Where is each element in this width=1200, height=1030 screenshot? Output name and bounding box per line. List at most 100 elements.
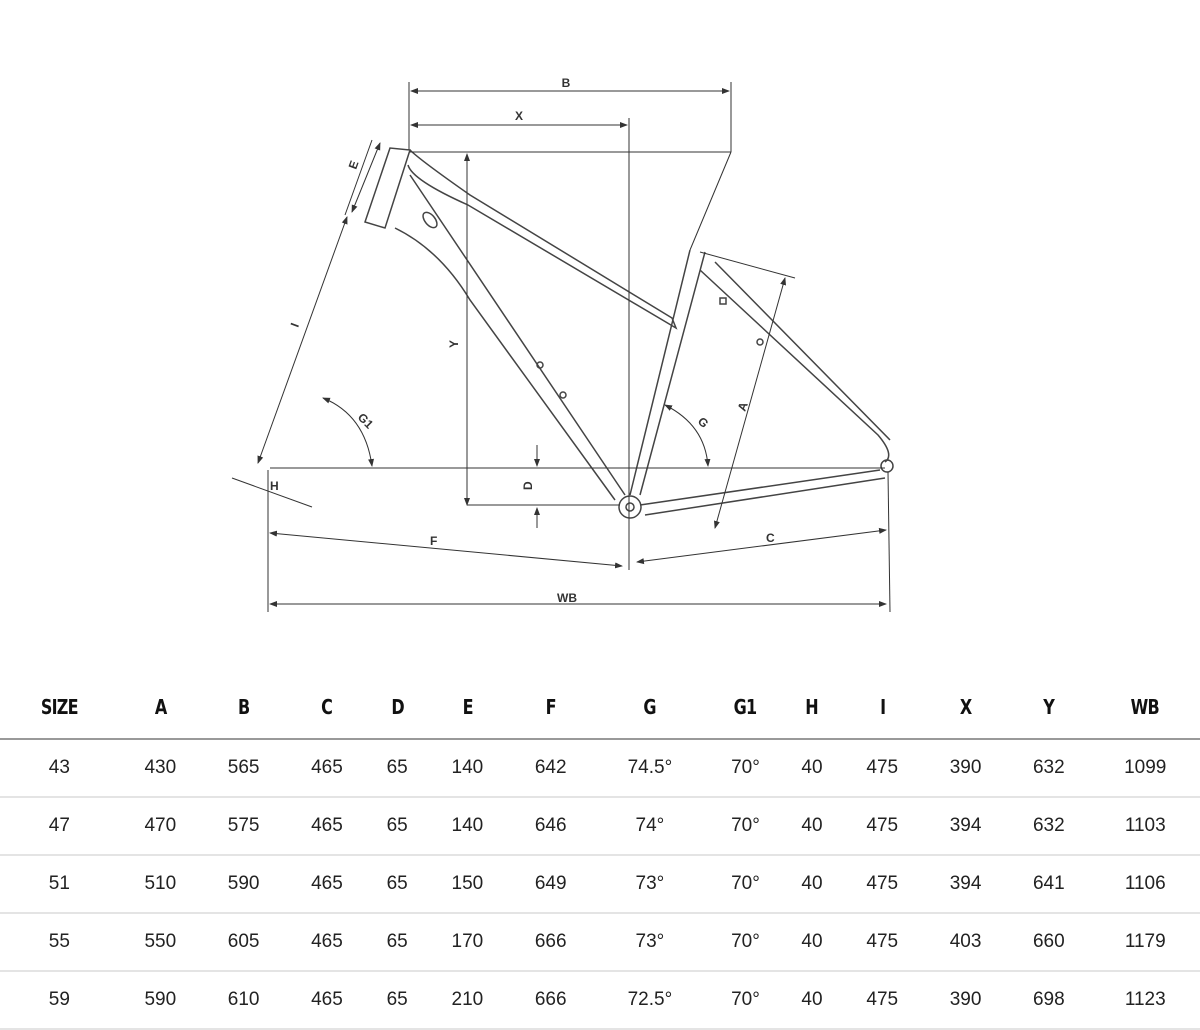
column-header-wb: WB [1101, 676, 1190, 740]
label-g1: G1 [355, 410, 376, 431]
cell-x: 403 [923, 913, 1008, 972]
label-e: E [346, 159, 362, 171]
cell-g1: 70° [707, 739, 784, 798]
column-header-f: F [517, 676, 585, 740]
cell-g: 73° [592, 855, 708, 914]
cell-c: 465 [285, 739, 369, 798]
cell-e: 150 [425, 855, 510, 914]
cell-wb: 1106 [1090, 855, 1200, 914]
cell-size: 59 [0, 971, 119, 1030]
cell-g1: 70° [707, 913, 784, 972]
label-a: A [735, 400, 751, 413]
cell-d: 65 [368, 971, 426, 1030]
cell-h: 40 [783, 855, 841, 914]
cell-x: 390 [923, 971, 1008, 1030]
cell-i: 475 [840, 913, 924, 972]
cell-size: 47 [0, 797, 119, 856]
cell-h: 40 [783, 971, 841, 1030]
cell-e: 210 [425, 971, 510, 1030]
column-header-h: H [789, 676, 835, 740]
cell-a: 550 [118, 913, 202, 972]
cell-c: 465 [285, 913, 369, 972]
column-header-b: B [210, 676, 277, 740]
column-header-g: G [603, 676, 696, 740]
label-f: F [430, 534, 437, 548]
cell-wb: 1103 [1090, 797, 1200, 856]
cell-i: 475 [840, 855, 924, 914]
cell-a: 430 [118, 739, 202, 798]
label-wb: WB [557, 591, 577, 605]
label-g: G [695, 414, 712, 431]
cell-b: 610 [201, 971, 286, 1030]
cell-e: 140 [425, 797, 510, 856]
label-d: D [521, 481, 535, 490]
cell-x: 394 [923, 797, 1008, 856]
cell-d: 65 [368, 913, 426, 972]
column-header-size: SIZE [11, 676, 107, 740]
dimension-lines [231, 82, 891, 613]
label-x: X [515, 109, 523, 123]
label-i: I [288, 321, 302, 329]
cell-g1: 70° [707, 797, 784, 856]
cell-wb: 1179 [1090, 913, 1200, 972]
cell-wb: 1099 [1090, 739, 1200, 798]
cell-i: 475 [840, 971, 924, 1030]
cell-d: 65 [368, 739, 426, 798]
cell-g1: 70° [707, 855, 784, 914]
cell-f: 649 [509, 855, 593, 914]
cell-g1: 70° [707, 971, 784, 1030]
cell-y: 698 [1007, 971, 1091, 1030]
column-header-y: Y [1015, 676, 1083, 740]
cell-b: 590 [201, 855, 286, 914]
cell-y: 632 [1007, 739, 1091, 798]
cell-c: 465 [285, 855, 369, 914]
cell-b: 605 [201, 913, 286, 972]
cell-c: 465 [285, 797, 369, 856]
label-y: Y [447, 340, 461, 348]
cell-g: 73° [592, 913, 708, 972]
column-header-a: A [127, 676, 194, 740]
cell-size: 51 [0, 855, 119, 914]
cell-y: 632 [1007, 797, 1091, 856]
cell-a: 470 [118, 797, 202, 856]
cell-i: 475 [840, 797, 924, 856]
cell-x: 394 [923, 855, 1008, 914]
cell-e: 170 [425, 913, 510, 972]
cell-d: 65 [368, 797, 426, 856]
cell-size: 55 [0, 913, 119, 972]
cell-a: 510 [118, 855, 202, 914]
cell-e: 140 [425, 739, 510, 798]
column-header-e: E [434, 676, 501, 740]
cell-f: 666 [509, 971, 593, 1030]
bike-frame [364, 147, 894, 519]
cell-g: 72.5° [592, 971, 708, 1030]
label-h: H [270, 479, 279, 493]
cell-a: 590 [118, 971, 202, 1030]
cell-b: 575 [201, 797, 286, 856]
frame-geometry-diagram: B X E I Y G1 D H F G A C WB [231, 76, 894, 613]
column-header-x: X [932, 676, 999, 740]
cell-y: 641 [1007, 855, 1091, 914]
cell-f: 642 [509, 739, 593, 798]
cell-i: 475 [840, 739, 924, 798]
cell-y: 660 [1007, 913, 1091, 972]
cell-g: 74° [592, 797, 708, 856]
label-b: B [562, 76, 571, 90]
cell-h: 40 [783, 913, 841, 972]
cell-h: 40 [783, 797, 841, 856]
column-header-g1: G1 [715, 676, 776, 740]
column-header-i: I [848, 676, 916, 740]
cell-c: 465 [285, 971, 369, 1030]
label-c: C [766, 531, 775, 545]
cell-f: 666 [509, 913, 593, 972]
cell-wb: 1123 [1090, 971, 1200, 1030]
cell-g: 74.5° [592, 739, 708, 798]
